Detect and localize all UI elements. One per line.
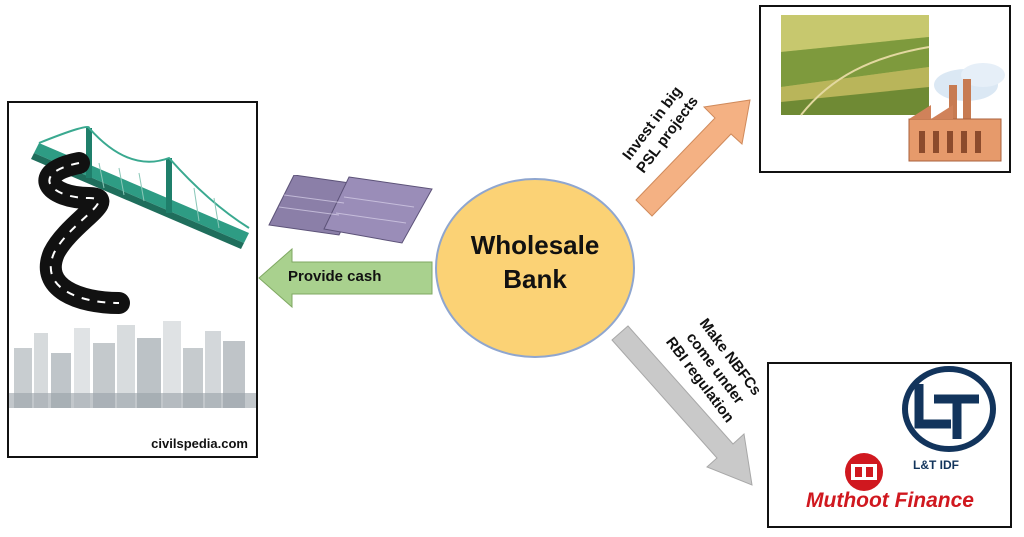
source-caption: civilspedia.com <box>151 436 248 451</box>
lt-idf-label: L&T IDF <box>913 458 959 472</box>
bridge-road-illustration <box>9 126 256 408</box>
provide-cash-arrow <box>258 247 433 309</box>
bank-label-line1: Wholesale <box>470 230 600 260</box>
road-graphic <box>38 152 130 314</box>
nbfc-arrow <box>611 325 753 486</box>
muthoot-finance-label: Muthoot Finance <box>806 489 974 512</box>
infrastructure-panel: civilspedia.com <box>7 101 258 458</box>
factory-illustration <box>908 63 1005 162</box>
wholesale-bank-ellipse <box>435 178 635 358</box>
farmland-photo <box>781 15 1005 162</box>
nbfc-logos-panel <box>767 362 1012 528</box>
provide-cash-label: Provide cash <box>288 268 382 285</box>
psl-projects-panel <box>759 5 1011 173</box>
lt-logo <box>845 366 996 491</box>
bank-label-line2: Bank <box>503 264 567 294</box>
muthoot-logo <box>845 453 883 491</box>
city-skyline-illustration <box>9 321 256 408</box>
currency-notes-illustration <box>268 175 433 244</box>
invest-arrow <box>635 99 751 217</box>
